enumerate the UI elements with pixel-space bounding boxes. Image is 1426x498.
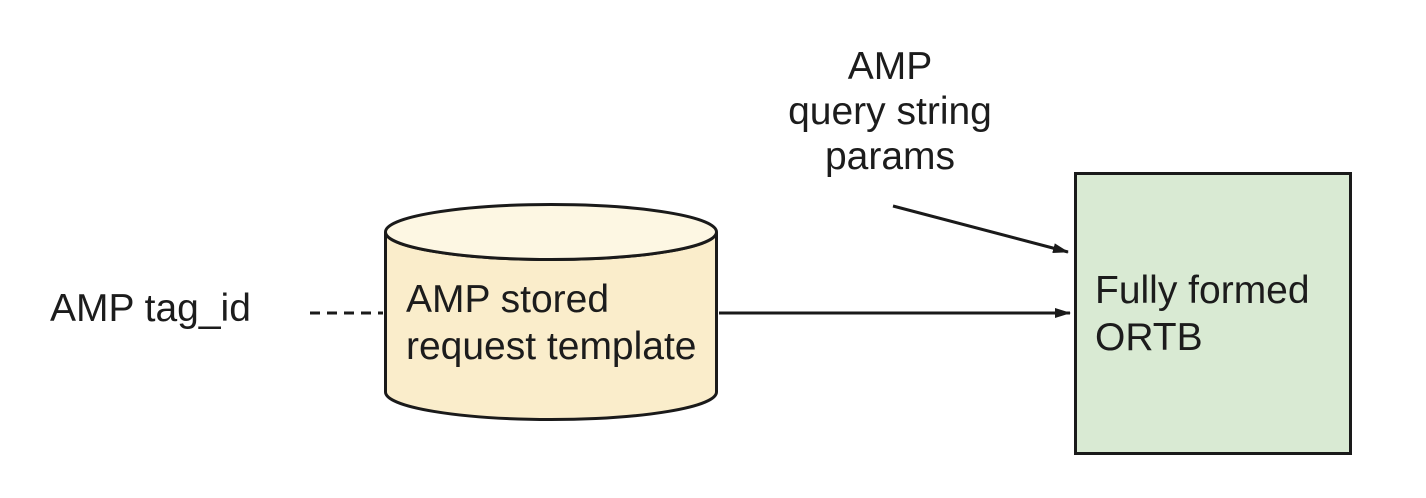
cylinder-shape (384, 203, 718, 421)
amp-tag-id-label: AMP tag_id (50, 287, 251, 330)
query-params-line-3: params (824, 135, 956, 178)
node-stored-request-template: AMP stored request template (384, 203, 718, 421)
amp-query-string-params-label: AMP query string params (740, 44, 1040, 179)
stored-request-line-1: AMP stored (406, 278, 610, 321)
ortb-line-2: ORTB (1095, 315, 1203, 359)
node-fully-formed-ortb: Fully formed ORTB (1074, 172, 1352, 455)
stored-request-line-2: request template (406, 325, 697, 368)
ortb-line-1: Fully formed (1095, 268, 1310, 312)
stored-request-template-label: AMP stored request template (406, 276, 697, 370)
query-params-line-1: AMP (847, 45, 933, 88)
edge-queryparams-to-ortb-arrow (892, 204, 1069, 254)
query-params-line-2: query string (788, 90, 992, 133)
